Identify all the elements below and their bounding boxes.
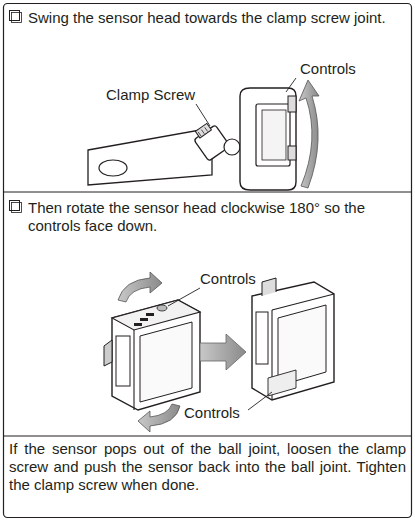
instruction-step: Swing the sensor head towards the clamp … <box>28 9 388 27</box>
part-label: Controls <box>184 404 240 422</box>
part-label: Clamp Screw <box>106 86 195 104</box>
instruction-note: If the sensor pops out of the ball joint… <box>9 440 406 494</box>
part-label: Controls <box>300 60 356 78</box>
instruction-step: Then rotate the sensor head clockwise 18… <box>28 199 403 235</box>
part-label: Controls <box>200 270 256 288</box>
